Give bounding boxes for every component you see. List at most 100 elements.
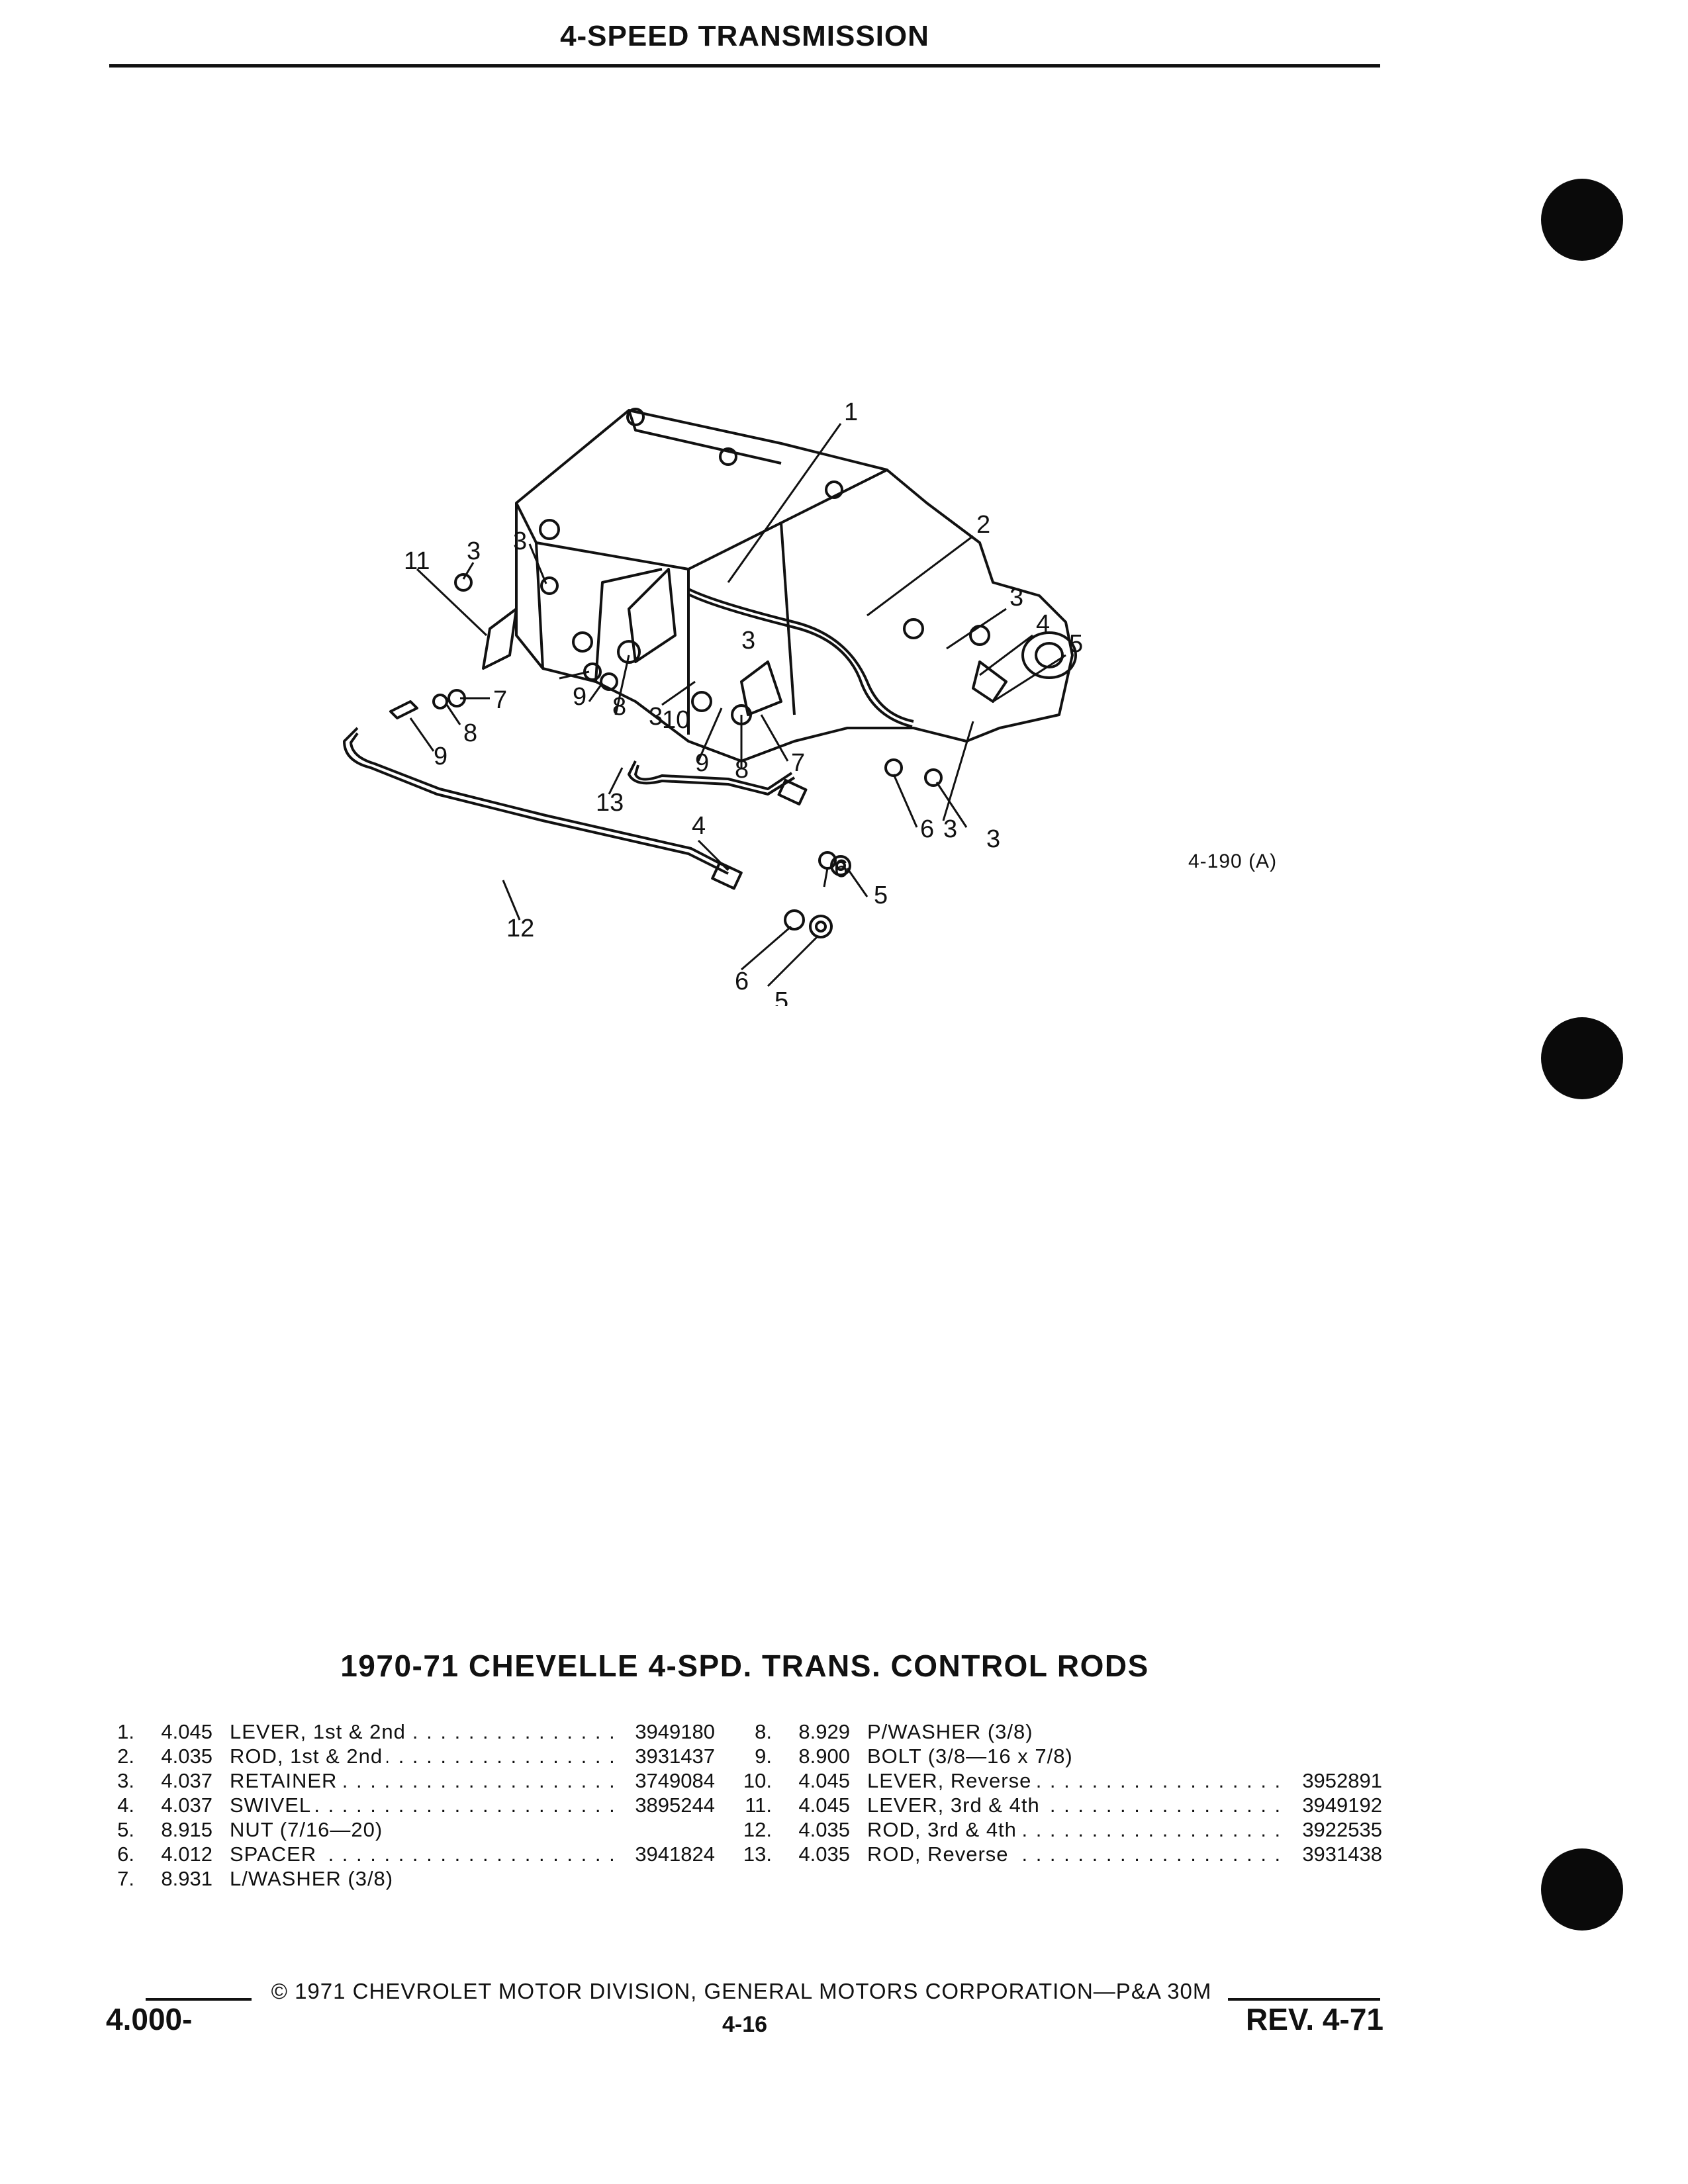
parts-list-left: 1. 4.045 LEVER, 1st & 2nd 3949180 2. 4.035 ROD… xyxy=(96,1719,715,1891)
footer-rule-right xyxy=(1228,1998,1380,2001)
page-header-title: 4-SPEED TRANSMISSION xyxy=(560,20,929,52)
part-number: 3931438 xyxy=(1302,1843,1382,1866)
item-number: 2. xyxy=(117,1745,134,1768)
item-number: 6. xyxy=(117,1843,134,1866)
part-description: ROD, 1st & 2nd xyxy=(230,1744,616,1768)
callout-3f: 3 xyxy=(741,627,755,655)
parts-list-row: 8. 8.929 P/WASHER (3/8) xyxy=(733,1719,1382,1744)
item-number: 5. xyxy=(117,1818,134,1841)
group-number: 4.045 xyxy=(798,1794,850,1817)
callout-6a: 6 xyxy=(920,815,934,843)
part-description: ROD, 3rd & 4th xyxy=(867,1817,1283,1842)
part-description: NUT (7/16—20) xyxy=(230,1817,616,1842)
part-number: 3941824 xyxy=(635,1843,715,1866)
parts-list-row: 4. 4.037 SWIVEL 3895244 xyxy=(96,1793,715,1817)
part-description: LEVER, 3rd & 4th xyxy=(867,1793,1283,1817)
callout-8c: 8 xyxy=(735,756,749,784)
callout-13: 13 xyxy=(596,789,624,817)
part-description: LEVER, Reverse xyxy=(867,1768,1283,1793)
part-number: 3949180 xyxy=(635,1720,715,1743)
item-number: 1. xyxy=(117,1720,134,1743)
footer-page-number: 4-16 xyxy=(722,2012,768,2037)
group-number: 8.929 xyxy=(798,1720,850,1743)
item-number: 9. xyxy=(755,1745,772,1768)
part-description: SPACER xyxy=(230,1842,616,1866)
callout-8a: 8 xyxy=(612,693,626,721)
callout-4a: 4 xyxy=(1036,610,1050,638)
callout-9c: 9 xyxy=(695,749,709,777)
parts-list-row: 2. 4.035 ROD, 1st & 2nd 3931437 xyxy=(96,1744,715,1768)
item-number: 3. xyxy=(117,1769,134,1792)
callout-1: 1 xyxy=(844,398,858,426)
group-number: 4.037 xyxy=(161,1794,212,1817)
part-number: 3931437 xyxy=(635,1745,715,1768)
callout-3a: 3 xyxy=(467,537,481,565)
parts-list-row: 13. 4.035 ROD, Reverse 3931438 xyxy=(733,1842,1382,1866)
callout-4b: 4 xyxy=(692,812,706,840)
figure-reference: 4-190 (A) xyxy=(1188,850,1278,872)
parts-list-row: 3. 4.037 RETAINER 3749084 xyxy=(96,1768,715,1793)
callout-8b: 8 xyxy=(463,719,477,747)
callout-9a: 9 xyxy=(573,683,586,711)
group-number: 8.900 xyxy=(798,1745,850,1768)
group-number: 4.045 xyxy=(161,1720,212,1743)
header-rule xyxy=(109,64,1380,68)
group-number: 4.035 xyxy=(798,1818,850,1841)
parts-list-row: 5. 8.915 NUT (7/16—20) xyxy=(96,1817,715,1842)
exploded-parts-diagram: 1 2 3 3 3 3 3 3 3 4 4 5 5 5 6 6 6 7 7 8 … xyxy=(318,371,1125,1015)
item-number: 4. xyxy=(117,1794,134,1817)
callout-3g: 3 xyxy=(943,815,957,843)
group-number: 4.037 xyxy=(161,1769,212,1792)
group-number: 4.035 xyxy=(161,1745,212,1768)
parts-list-row: 12. 4.035 ROD, 3rd & 4th 3922535 xyxy=(733,1817,1382,1842)
footer-rule-left xyxy=(146,1998,252,2001)
part-description: BOLT (3/8—16 x 7/8) xyxy=(867,1744,1283,1768)
callout-5c: 5 xyxy=(774,987,788,1006)
parts-list-row: 10. 4.045 LEVER, Reverse 3952891 xyxy=(733,1768,1382,1793)
binder-hole-middle xyxy=(1541,1017,1623,1099)
group-number: 8.931 xyxy=(161,1867,212,1890)
parts-list-row: 6. 4.012 SPACER 3941824 xyxy=(96,1842,715,1866)
item-number: 10. xyxy=(743,1769,772,1792)
callout-3d: 3 xyxy=(649,703,663,731)
part-description: RETAINER xyxy=(230,1768,616,1793)
parts-list-row: 9. 8.900 BOLT (3/8—16 x 7/8) xyxy=(733,1744,1382,1768)
part-description: ROD, Reverse xyxy=(867,1842,1283,1866)
group-number: 4.012 xyxy=(161,1843,212,1866)
part-number: 3922535 xyxy=(1302,1818,1382,1841)
callout-2: 2 xyxy=(976,511,990,539)
callout-6b: 6 xyxy=(834,855,848,883)
group-number: 4.045 xyxy=(798,1769,850,1792)
part-number: 3952891 xyxy=(1302,1769,1382,1792)
callout-3c: 3 xyxy=(1009,584,1023,612)
item-number: 13. xyxy=(743,1843,772,1866)
part-description: SWIVEL xyxy=(230,1793,616,1817)
callout-9b: 9 xyxy=(434,743,447,770)
section-title: 1970-71 CHEVELLE 4-SPD. TRANS. CONTROL R… xyxy=(340,1649,1149,1683)
part-number: 3949192 xyxy=(1302,1794,1382,1817)
callout-7b: 7 xyxy=(791,749,805,777)
callout-5b: 5 xyxy=(874,882,888,909)
callout-11: 11 xyxy=(404,547,430,575)
callout-12: 12 xyxy=(506,915,534,942)
binder-hole-bottom xyxy=(1541,1848,1623,1931)
part-description: LEVER, 1st & 2nd xyxy=(230,1719,616,1744)
callout-3b: 3 xyxy=(513,527,527,555)
part-number: 3895244 xyxy=(635,1794,715,1817)
group-number: 4.035 xyxy=(798,1843,850,1866)
parts-list-row: 11. 4.045 LEVER, 3rd & 4th 3949192 xyxy=(733,1793,1382,1817)
parts-list-row: 1. 4.045 LEVER, 1st & 2nd 3949180 xyxy=(96,1719,715,1744)
callout-3e: 3 xyxy=(986,825,1000,853)
part-description: L/WASHER (3/8) xyxy=(230,1866,616,1891)
footer-section-code: 4.000- xyxy=(106,2002,193,2036)
item-number: 11. xyxy=(745,1794,772,1817)
parts-list-right: 8. 8.929 P/WASHER (3/8) 9. 8.900 BOLT (3/8—16… xyxy=(733,1719,1382,1866)
group-number: 8.915 xyxy=(161,1818,212,1841)
item-number: 12. xyxy=(743,1818,772,1841)
item-number: 8. xyxy=(755,1720,772,1743)
part-number: 3749084 xyxy=(635,1769,715,1792)
part-description: P/WASHER (3/8) xyxy=(867,1719,1283,1744)
callout-10: 10 xyxy=(662,706,690,734)
footer-copyright: © 1971 CHEVROLET MOTOR DIVISION, GENERAL… xyxy=(271,1979,1212,2003)
